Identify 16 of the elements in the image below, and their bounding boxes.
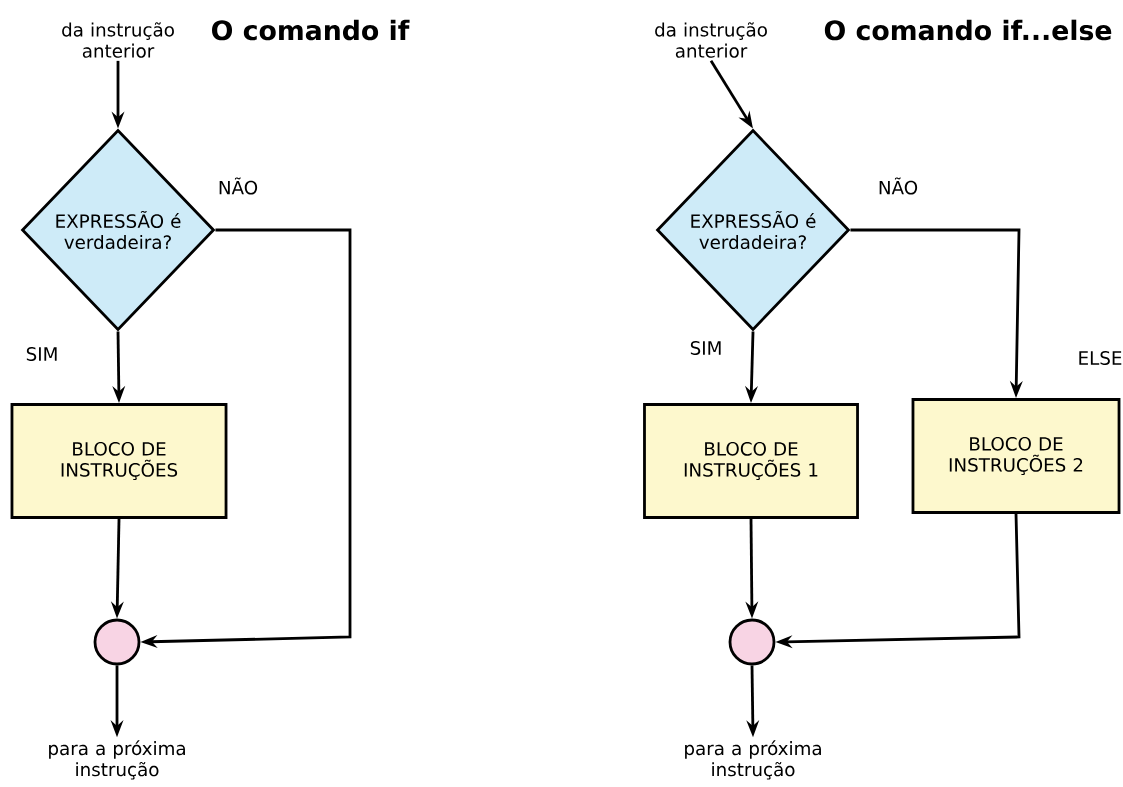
process-box: BLOCO DE INSTRUÇÕES 2 <box>911 398 1121 514</box>
title-heading: O comando if <box>212 19 410 41</box>
process-box: BLOCO DE INSTRUÇÕES <box>10 403 228 519</box>
edge-label: NÃO <box>875 174 921 198</box>
connector-circle <box>728 618 776 666</box>
flow-text: para a próxima instrução <box>49 740 185 780</box>
title-heading: O comando if...else <box>824 19 1112 41</box>
edge-label: SIM <box>686 338 726 358</box>
flow-text: para a próxima instrução <box>685 740 821 780</box>
process-box: BLOCO DE INSTRUÇÕES 1 <box>643 403 859 519</box>
edge-label: SIM <box>22 344 62 364</box>
flow-text: da instrução anterior <box>62 22 174 58</box>
edge-label: NÃO <box>215 174 261 198</box>
flow-text: da instrução anterior <box>655 22 767 58</box>
branch-label: ELSE <box>1079 351 1122 365</box>
connector-circle <box>93 618 141 666</box>
